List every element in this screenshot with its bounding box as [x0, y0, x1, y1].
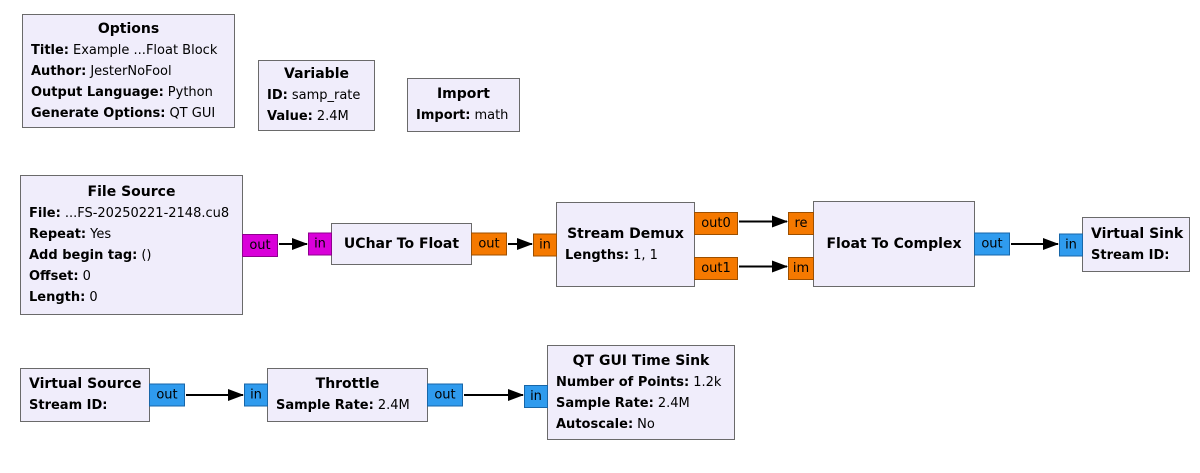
param-name: Stream ID: [1091, 247, 1170, 263]
block-title: Throttle [315, 376, 380, 392]
block-title: Variable [284, 66, 349, 82]
port-float-to-complex-im[interactable]: im [788, 257, 814, 280]
port-virtual-source-out[interactable]: out [149, 383, 185, 407]
param-name: Stream ID: [29, 398, 108, 413]
port-demux-in[interactable]: in [533, 233, 557, 256]
block-variable[interactable]: Variable ID:samp_rate Value:2.4M [258, 60, 375, 131]
port-demux-out0[interactable]: out0 [694, 212, 738, 235]
block-title: QT GUI Time Sink [572, 352, 710, 369]
param-value: Python [167, 84, 213, 100]
block-options[interactable]: Options Title:Example ...Float Block Aut… [22, 14, 235, 128]
block-qt-gui-time-sink[interactable]: QT GUI Time Sink Number of Points:1.2k S… [524, 345, 735, 440]
block-virtual-sink[interactable]: Virtual Sink Stream ID: in [1059, 217, 1190, 272]
param-author: Author:JesterNoFool [31, 61, 226, 82]
param-value: math [474, 108, 509, 123]
param-name: Output Language: [31, 84, 164, 100]
param-name: Title: [31, 42, 70, 58]
param-lengths: Lengths:1, 1 [565, 245, 686, 266]
param-value: 0 [89, 290, 98, 305]
param-name: Lengths: [565, 247, 630, 263]
param-id: ID:samp_rate [267, 85, 366, 106]
port-throttle-in[interactable]: in [244, 383, 268, 407]
param-value: samp_rate [291, 88, 361, 103]
port-uchar-in[interactable]: in [308, 232, 332, 256]
param-import: Import:math [416, 105, 511, 126]
param-name: Length: [29, 290, 86, 305]
param-output-language: Output Language:Python [31, 82, 226, 103]
param-value: No [637, 416, 655, 432]
param-repeat: Repeat:Yes [29, 224, 234, 245]
param-file: File:...FS-20250221-2148.cu8 [29, 203, 234, 224]
block-title: Virtual Source [29, 376, 142, 392]
param-value: QT GUI [169, 105, 216, 121]
block-import[interactable]: Import Import:math [407, 78, 520, 132]
param-name: ID: [267, 88, 288, 103]
block-throttle[interactable]: Throttle Sample Rate:2.4M in out [244, 368, 463, 422]
param-autoscale: Autoscale:No [556, 414, 726, 435]
param-value: Yes [90, 227, 112, 242]
param-value: () [141, 248, 152, 263]
block-stream-demux[interactable]: Stream Demux Lengths:1, 1 in out0 out1 [533, 202, 738, 287]
param-title: Title:Example ...Float Block [31, 40, 226, 61]
param-offset: Offset:0 [29, 266, 234, 287]
param-value: 2.4M [316, 109, 349, 124]
param-name: Value: [267, 109, 313, 124]
param-add-begin-tag: Add begin tag:() [29, 245, 234, 266]
block-float-to-complex[interactable]: Float To Complex re im out [788, 201, 1010, 287]
param-length: Length:0 [29, 287, 234, 308]
port-float-to-complex-re[interactable]: re [788, 212, 814, 235]
param-value-row: Value:2.4M [267, 106, 366, 127]
block-title: Float To Complex [826, 235, 962, 252]
param-name: Generate Options: [31, 105, 166, 121]
param-stream-id: Stream ID: [1091, 245, 1181, 266]
param-sample-rate: Sample Rate:2.4M [276, 395, 419, 416]
param-number-of-points: Number of Points:1.2k [556, 372, 726, 393]
port-demux-out1[interactable]: out1 [694, 257, 738, 280]
block-title: Virtual Sink [1091, 225, 1184, 242]
param-value: Example ...Float Block [73, 42, 218, 58]
block-uchar-to-float[interactable]: UChar To Float in out [308, 223, 507, 265]
block-title: File Source [87, 184, 176, 200]
param-name: Author: [31, 63, 87, 79]
param-name: Autoscale: [556, 416, 634, 432]
block-file-source[interactable]: File Source File:...FS-20250221-2148.cu8… [20, 175, 278, 315]
param-name: Repeat: [29, 227, 87, 242]
param-value: ...FS-20250221-2148.cu8 [64, 206, 230, 221]
block-title: Stream Demux [567, 225, 684, 242]
param-name: Import: [416, 108, 471, 123]
port-virtual-sink-in[interactable]: in [1059, 233, 1083, 256]
param-name: Sample Rate: [556, 395, 654, 411]
param-name: Sample Rate: [276, 398, 374, 413]
param-value: 2.4M [377, 398, 410, 413]
block-title: Import [436, 86, 491, 102]
param-value: 1, 1 [633, 247, 658, 263]
param-name: Add begin tag: [29, 248, 138, 263]
param-value: 1.2k [693, 374, 722, 390]
param-stream-id: Stream ID: [29, 395, 141, 416]
port-float-to-complex-out[interactable]: out [974, 232, 1010, 256]
port-throttle-out[interactable]: out [427, 383, 463, 407]
param-value: JesterNoFool [90, 63, 172, 79]
port-uchar-out[interactable]: out [471, 232, 507, 256]
block-virtual-source[interactable]: Virtual Source Stream ID: out [20, 368, 185, 422]
param-name: Offset: [29, 269, 79, 284]
block-title: Options [97, 20, 160, 37]
param-generate-options: Generate Options:QT GUI [31, 103, 226, 124]
port-file-source-out[interactable]: out [242, 234, 278, 257]
param-value: 2.4M [657, 395, 690, 411]
param-sample-rate: Sample Rate:2.4M [556, 393, 726, 414]
param-name: Number of Points: [556, 374, 690, 390]
port-time-sink-in[interactable]: in [524, 385, 548, 408]
block-title: UChar To Float [343, 235, 460, 252]
param-name: File: [29, 206, 61, 221]
param-value: 0 [82, 269, 91, 284]
